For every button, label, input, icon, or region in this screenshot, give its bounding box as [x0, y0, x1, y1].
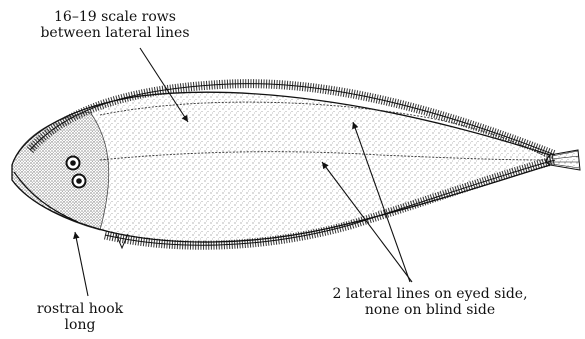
rostral-hook-annotation: rostral hook long	[25, 301, 135, 333]
lateral-lines-annotation: 2 lateral lines on eyed side, none on bl…	[305, 286, 555, 318]
scale-rows-annotation: 16–19 scale rows between lateral lines	[30, 9, 200, 41]
scale-rows-line-1: 16–19 scale rows	[30, 9, 200, 25]
caudal-fin	[550, 150, 580, 170]
scale-rows-line-2: between lateral lines	[30, 25, 200, 41]
lateral-lines-line-1: 2 lateral lines on eyed side,	[305, 286, 555, 302]
head	[12, 112, 109, 230]
rostral-hook-line-1: rostral hook	[25, 301, 135, 317]
pointer-rostral-hook	[75, 232, 88, 296]
lateral-lines-line-2: none on blind side	[305, 302, 555, 318]
rostral-hook-line-2: long	[25, 317, 135, 333]
